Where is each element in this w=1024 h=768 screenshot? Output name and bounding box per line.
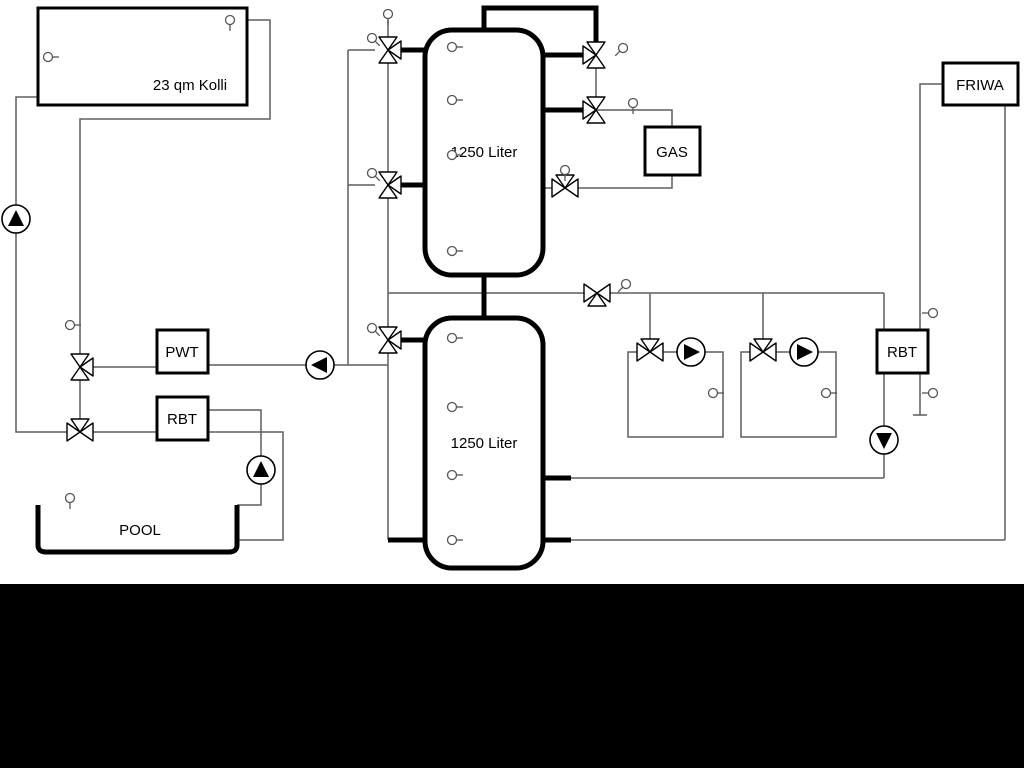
pump-icon-charging[interactable] <box>305 350 335 380</box>
friwa-box <box>941 61 1020 107</box>
pump-icon-circuit-1[interactable] <box>676 337 706 367</box>
three-way-valve-circuit-2[interactable] <box>749 338 777 362</box>
pump-icon-solar[interactable] <box>1 204 31 234</box>
bottom-black-band <box>0 584 1024 768</box>
sensor-icon-valve3-actuator <box>364 320 384 340</box>
sensor-icon-pool <box>64 492 76 510</box>
buffer-tank-2-label: 1250 Liter <box>451 435 518 452</box>
solar-collector-label: 23 qm Kolli <box>153 77 227 94</box>
sensor-icon-riser-top <box>382 8 394 26</box>
three-way-valve-solar-rbt[interactable] <box>66 418 94 442</box>
pool-label: POOL <box>119 522 161 539</box>
pool-basin <box>35 505 240 555</box>
three-way-valve-manifold-top[interactable] <box>582 41 606 69</box>
buffer-tank-2 <box>422 315 546 571</box>
rbt-right-label: RBT <box>887 344 917 361</box>
sensor-icon-rbt-right-top <box>921 307 939 319</box>
sensor-icon-valve2-actuator <box>364 165 384 185</box>
pipes-thick <box>388 5 599 543</box>
three-way-valve-tank2-top[interactable] <box>378 326 402 354</box>
sensor-icon-solar-return <box>64 319 82 331</box>
pump-icon-circuit-2[interactable] <box>789 337 819 367</box>
solar-collector-box <box>36 6 249 107</box>
three-way-valve-tank1-mid[interactable] <box>378 171 402 199</box>
three-way-valve-circuit-1[interactable] <box>636 338 664 362</box>
sensor-icon-circuit-2 <box>820 387 838 399</box>
sensor-icon-valve1-actuator <box>364 30 384 50</box>
pump-icon-pool[interactable] <box>246 455 276 485</box>
sensor-icon-gas-supply <box>627 97 639 115</box>
sensor-icon-circuit-1 <box>707 387 725 399</box>
pipes-thin <box>15 19 1006 541</box>
three-way-valve-solar-pwt[interactable] <box>70 353 94 381</box>
sensor-icon-rbt-right-bottom <box>921 387 939 399</box>
gas-boiler-box <box>643 125 702 177</box>
rbt-left-box <box>155 395 210 442</box>
three-way-valve-tank1-top[interactable] <box>378 36 402 64</box>
gas-boiler-label: GAS <box>656 144 688 161</box>
friwa-label: FRIWA <box>956 77 1004 94</box>
rbt-right-box <box>875 328 930 375</box>
three-way-valve-distribution[interactable] <box>583 283 611 307</box>
pwt-box <box>155 328 210 375</box>
buffer-tank-1-label: 1250 Liter <box>451 144 518 161</box>
pwt-label: PWT <box>165 344 198 361</box>
pump-icon-rbt-right[interactable] <box>869 425 899 455</box>
rbt-left-label: RBT <box>167 411 197 428</box>
buffer-tank-1 <box>422 27 546 278</box>
sensor-icon-valve-top-actuator <box>611 40 631 60</box>
